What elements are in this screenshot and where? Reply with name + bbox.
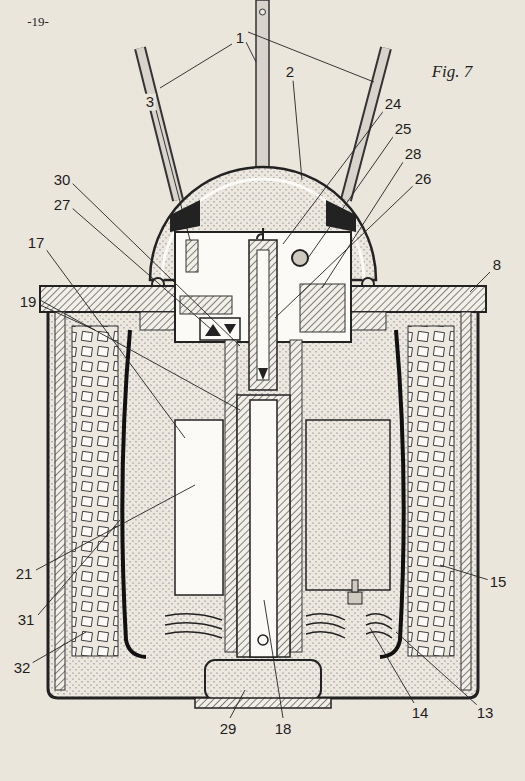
callout-number: 1 (234, 30, 246, 47)
callout-number: 21 (14, 566, 35, 583)
callout-number: 30 (52, 172, 73, 189)
callout-number: 26 (413, 171, 434, 188)
spring-coil (306, 632, 345, 638)
callout-number: 18 (273, 721, 294, 738)
callout-number: 14 (410, 705, 431, 722)
callout-number: 17 (26, 235, 47, 252)
inner-parts (165, 340, 392, 708)
callout-number: 29 (218, 721, 239, 738)
page-number: -19- (25, 15, 51, 29)
leader-lines (32, 32, 490, 718)
callout-number: 15 (488, 574, 509, 591)
figure-label: Fig. 7 (430, 63, 475, 82)
callout-number: 3 (144, 94, 156, 111)
callout-number: 8 (491, 257, 503, 274)
spring-coil (165, 623, 222, 629)
spring-coil (366, 632, 392, 638)
callout-number: 24 (383, 96, 404, 113)
spring-coil (366, 614, 392, 620)
spring-coil (306, 614, 345, 620)
callout-number: 28 (403, 146, 424, 163)
callout-number: 19 (18, 294, 39, 311)
spring-coil (165, 632, 222, 638)
callout-number: 13 (475, 705, 496, 722)
callout-number: 32 (12, 660, 33, 677)
callout-number: 27 (52, 197, 73, 214)
spring-coil (306, 623, 345, 629)
spring-coil (165, 614, 222, 620)
callout-number: 31 (16, 612, 37, 629)
callout-number: 25 (393, 121, 414, 138)
callout-number: 2 (284, 64, 296, 81)
